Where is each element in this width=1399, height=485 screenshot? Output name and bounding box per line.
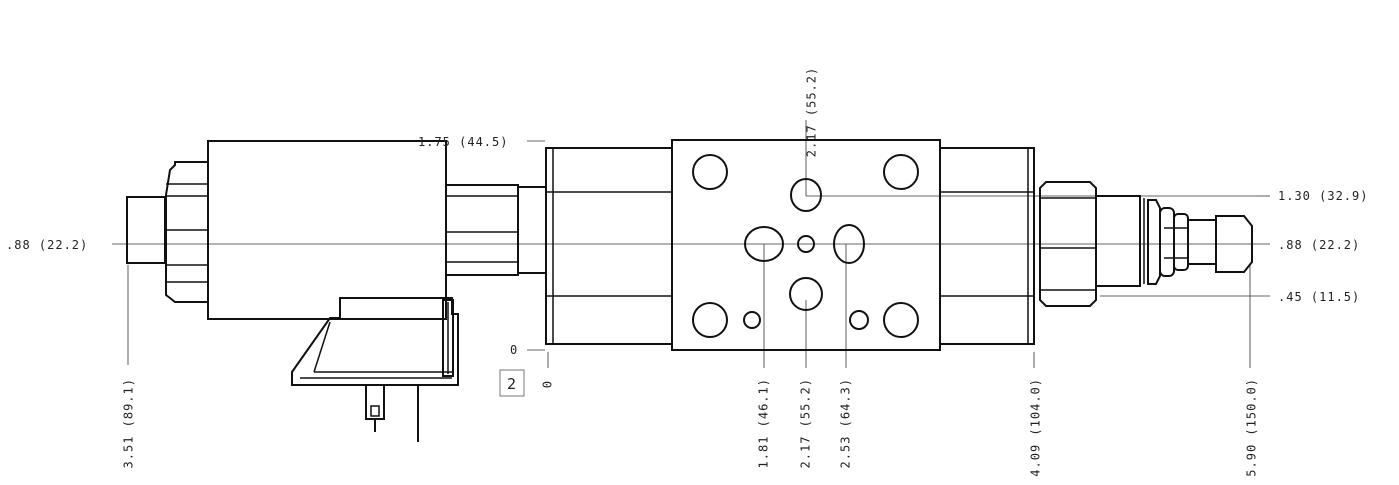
dim-bottom-2-17: 2.17 (55.2) <box>799 378 813 468</box>
dim-left-0-88: .88 (22.2) <box>6 238 88 252</box>
dim-right-0-45: .45 (11.5) <box>1278 290 1360 304</box>
dim-right-1-30: 1.30 (32.9) <box>1278 189 1368 203</box>
dim-right-0-88: .88 (22.2) <box>1278 238 1360 252</box>
dim-zero-h: 0 <box>510 343 518 357</box>
coil-tube <box>445 184 547 276</box>
solenoid-coil <box>207 140 447 320</box>
dim-bottom-2-53: 2.53 (64.3) <box>839 378 853 468</box>
cartridge-adjuster <box>1039 181 1253 307</box>
ports <box>692 154 919 338</box>
dim-bottom-3-51: 3.51 (89.1) <box>122 378 136 468</box>
callout-box <box>499 369 525 397</box>
connector-plug <box>291 297 459 442</box>
dim-zero-v: 0 <box>541 380 555 388</box>
callout-number: 2 <box>507 375 517 393</box>
dimension-lines <box>112 120 1270 368</box>
dim-left-1-75: 1.75 (44.5) <box>418 135 508 149</box>
coil-nut <box>126 161 209 303</box>
dim-bottom-1-81: 1.81 (46.1) <box>757 378 771 468</box>
dim-top-2-17: 2.17 (55.2) <box>805 67 819 157</box>
dim-bottom-4-09: 4.09 (104.0) <box>1029 378 1043 477</box>
valve-body <box>545 139 1035 351</box>
dim-bottom-5-90: 5.90 (150.0) <box>1245 378 1259 477</box>
